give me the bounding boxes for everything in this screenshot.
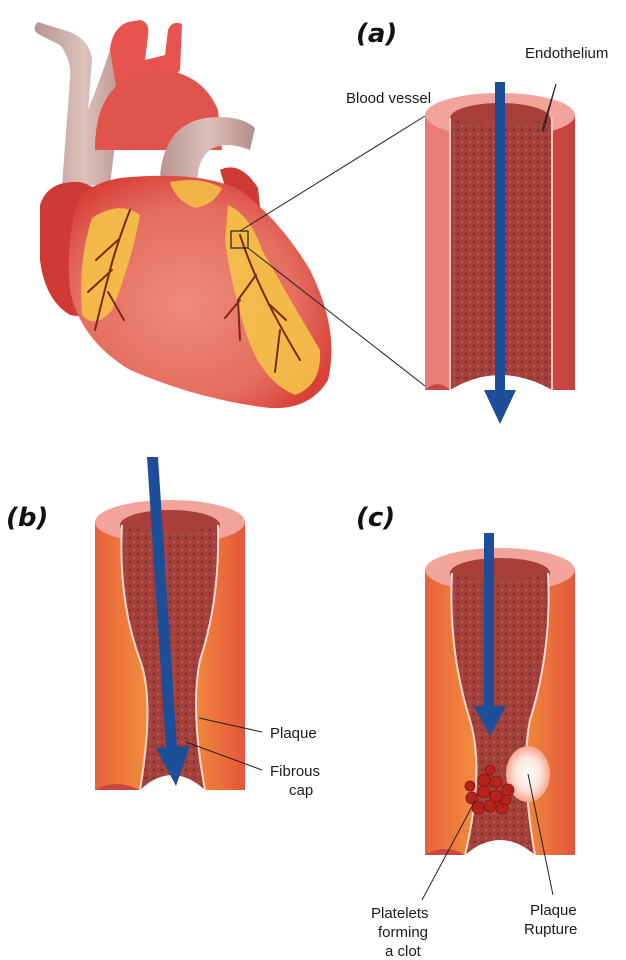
label-plaque: Plaque: [270, 725, 317, 742]
label-blood-vessel: Blood vessel: [346, 90, 431, 107]
panel-label-c: (c): [356, 503, 395, 533]
zoom-line-top: [240, 116, 425, 231]
ruptured-vessel: [425, 548, 575, 855]
label-platelets-3: a clot: [385, 943, 422, 960]
label-fibrous-cap-2: cap: [289, 782, 313, 799]
label-platelets-2: forming: [378, 924, 428, 941]
label-fibrous-cap-1: Fibrous: [270, 763, 320, 780]
label-platelets-1: Platelets: [371, 905, 429, 922]
heart-illustration: [34, 20, 331, 408]
label-endothelium: Endothelium: [525, 45, 608, 62]
panel-label-a: (a): [356, 19, 397, 49]
label-rupture-1: Plaque: [530, 902, 577, 919]
label-rupture-2: Rupture: [524, 921, 577, 938]
panel-label-b: (b): [6, 503, 48, 533]
